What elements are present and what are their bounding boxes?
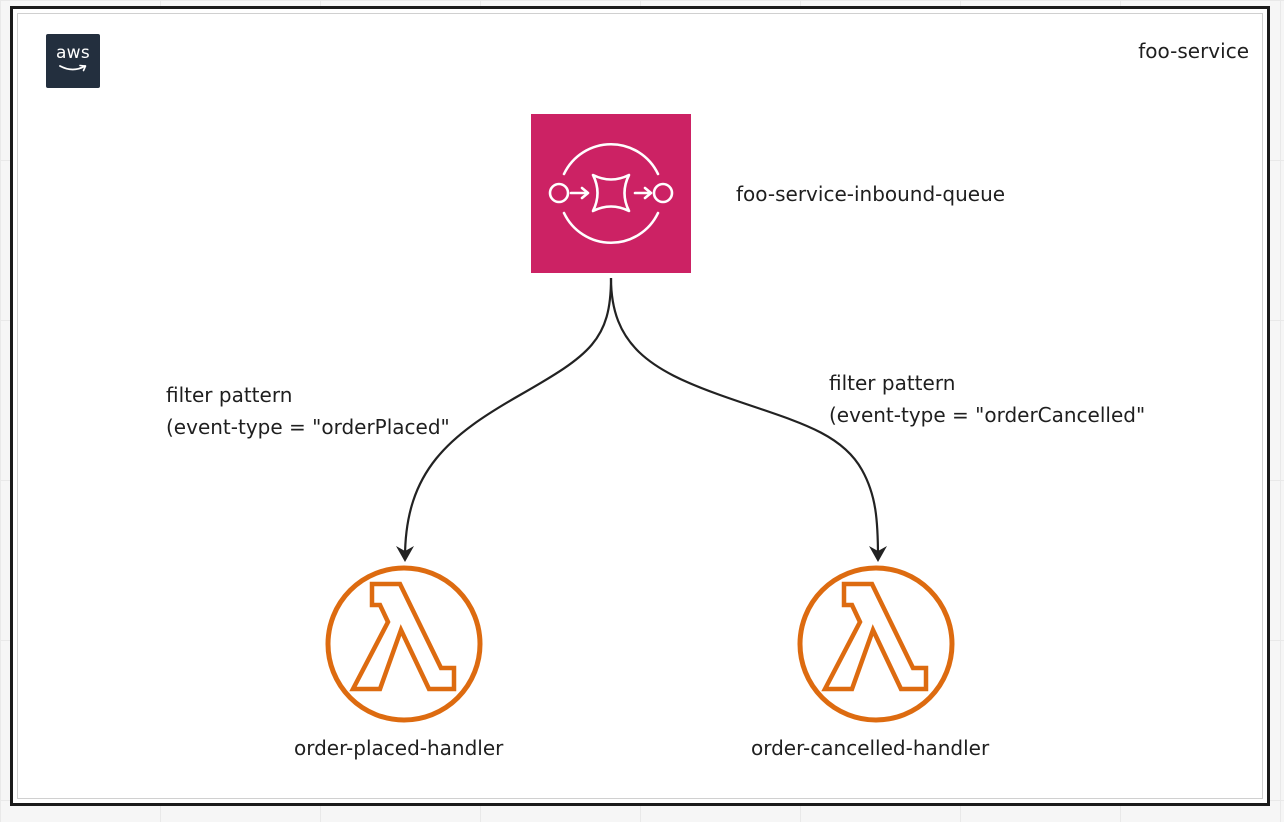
edge-label-order-placed: filter pattern (event-type = "orderPlace… — [166, 379, 450, 443]
aws-logo-icon: aws — [46, 34, 100, 88]
aws-logo-wordmark: aws — [55, 43, 91, 63]
edge-label-order-cancelled: filter pattern (event-type = "orderCance… — [829, 367, 1145, 431]
order-cancelled-lambda-icon[interactable] — [794, 562, 958, 726]
sqs-queue-icon[interactable] — [531, 114, 691, 273]
aws-smile-icon — [59, 64, 87, 72]
edge-label-order-placed-line1: filter pattern — [166, 383, 293, 407]
edge-label-order-placed-line2: (event-type = "orderPlaced" — [166, 415, 450, 439]
queue-label: foo-service-inbound-queue — [736, 182, 1006, 206]
service-name-label: foo-service — [1138, 39, 1249, 63]
edge-label-order-cancelled-line1: filter pattern — [829, 371, 956, 395]
order-placed-handler-label: order-placed-handler — [294, 736, 504, 760]
edge-label-order-cancelled-line2: (event-type = "orderCancelled" — [829, 403, 1146, 427]
order-cancelled-handler-label: order-cancelled-handler — [751, 736, 990, 760]
order-placed-lambda-icon[interactable] — [322, 562, 486, 726]
